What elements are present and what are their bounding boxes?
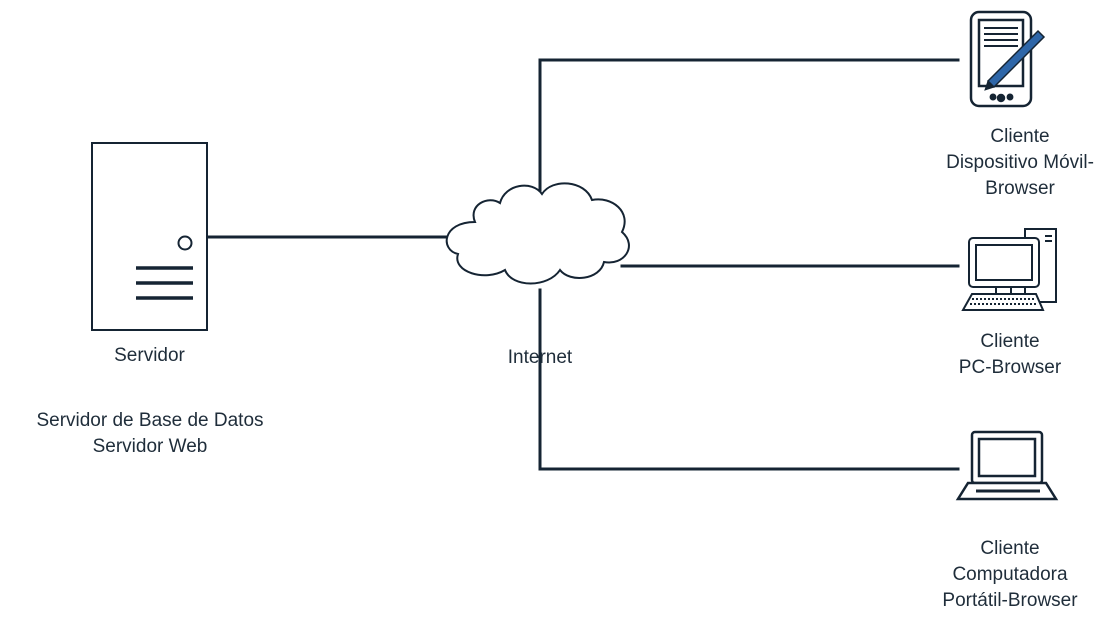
internet-name: Internet xyxy=(507,347,573,368)
mobile-device-icon xyxy=(969,10,1046,108)
pc-client-line-1: Cliente xyxy=(980,331,1040,352)
internet-laptop-link xyxy=(538,288,960,471)
cloud-icon xyxy=(445,182,630,285)
server-name: Servidor xyxy=(114,345,185,366)
mobile-client-line-2: Dispositivo Móvil- xyxy=(946,152,1094,173)
server-label: Servidor xyxy=(92,343,207,369)
internet-label: Internet xyxy=(480,345,600,371)
server-roles: Servidor de Base de Datos Servidor Web xyxy=(0,408,300,460)
desktop-pc-icon xyxy=(961,228,1057,311)
server-tower-icon xyxy=(91,142,208,331)
internet-mobile-link xyxy=(538,58,960,192)
laptop-client-label: Cliente Computadora Portátil-Browser xyxy=(920,536,1100,614)
mobile-client-label: Cliente Dispositivo Móvil- Browser xyxy=(930,124,1110,202)
server-role-web: Servidor Web xyxy=(92,436,208,457)
laptop-icon xyxy=(955,430,1059,501)
mobile-client-line-3: Browser xyxy=(985,178,1055,199)
laptop-client-line-1: Cliente xyxy=(980,538,1040,559)
laptop-client-line-2: Computadora xyxy=(952,564,1068,585)
server-role-database: Servidor de Base de Datos xyxy=(36,410,264,431)
pc-client-line-2: PC-Browser xyxy=(958,357,1062,378)
mobile-client-line-1: Cliente xyxy=(990,126,1050,147)
pc-client-label: Cliente PC-Browser xyxy=(930,329,1090,381)
laptop-client-line-3: Portátil-Browser xyxy=(942,590,1078,611)
